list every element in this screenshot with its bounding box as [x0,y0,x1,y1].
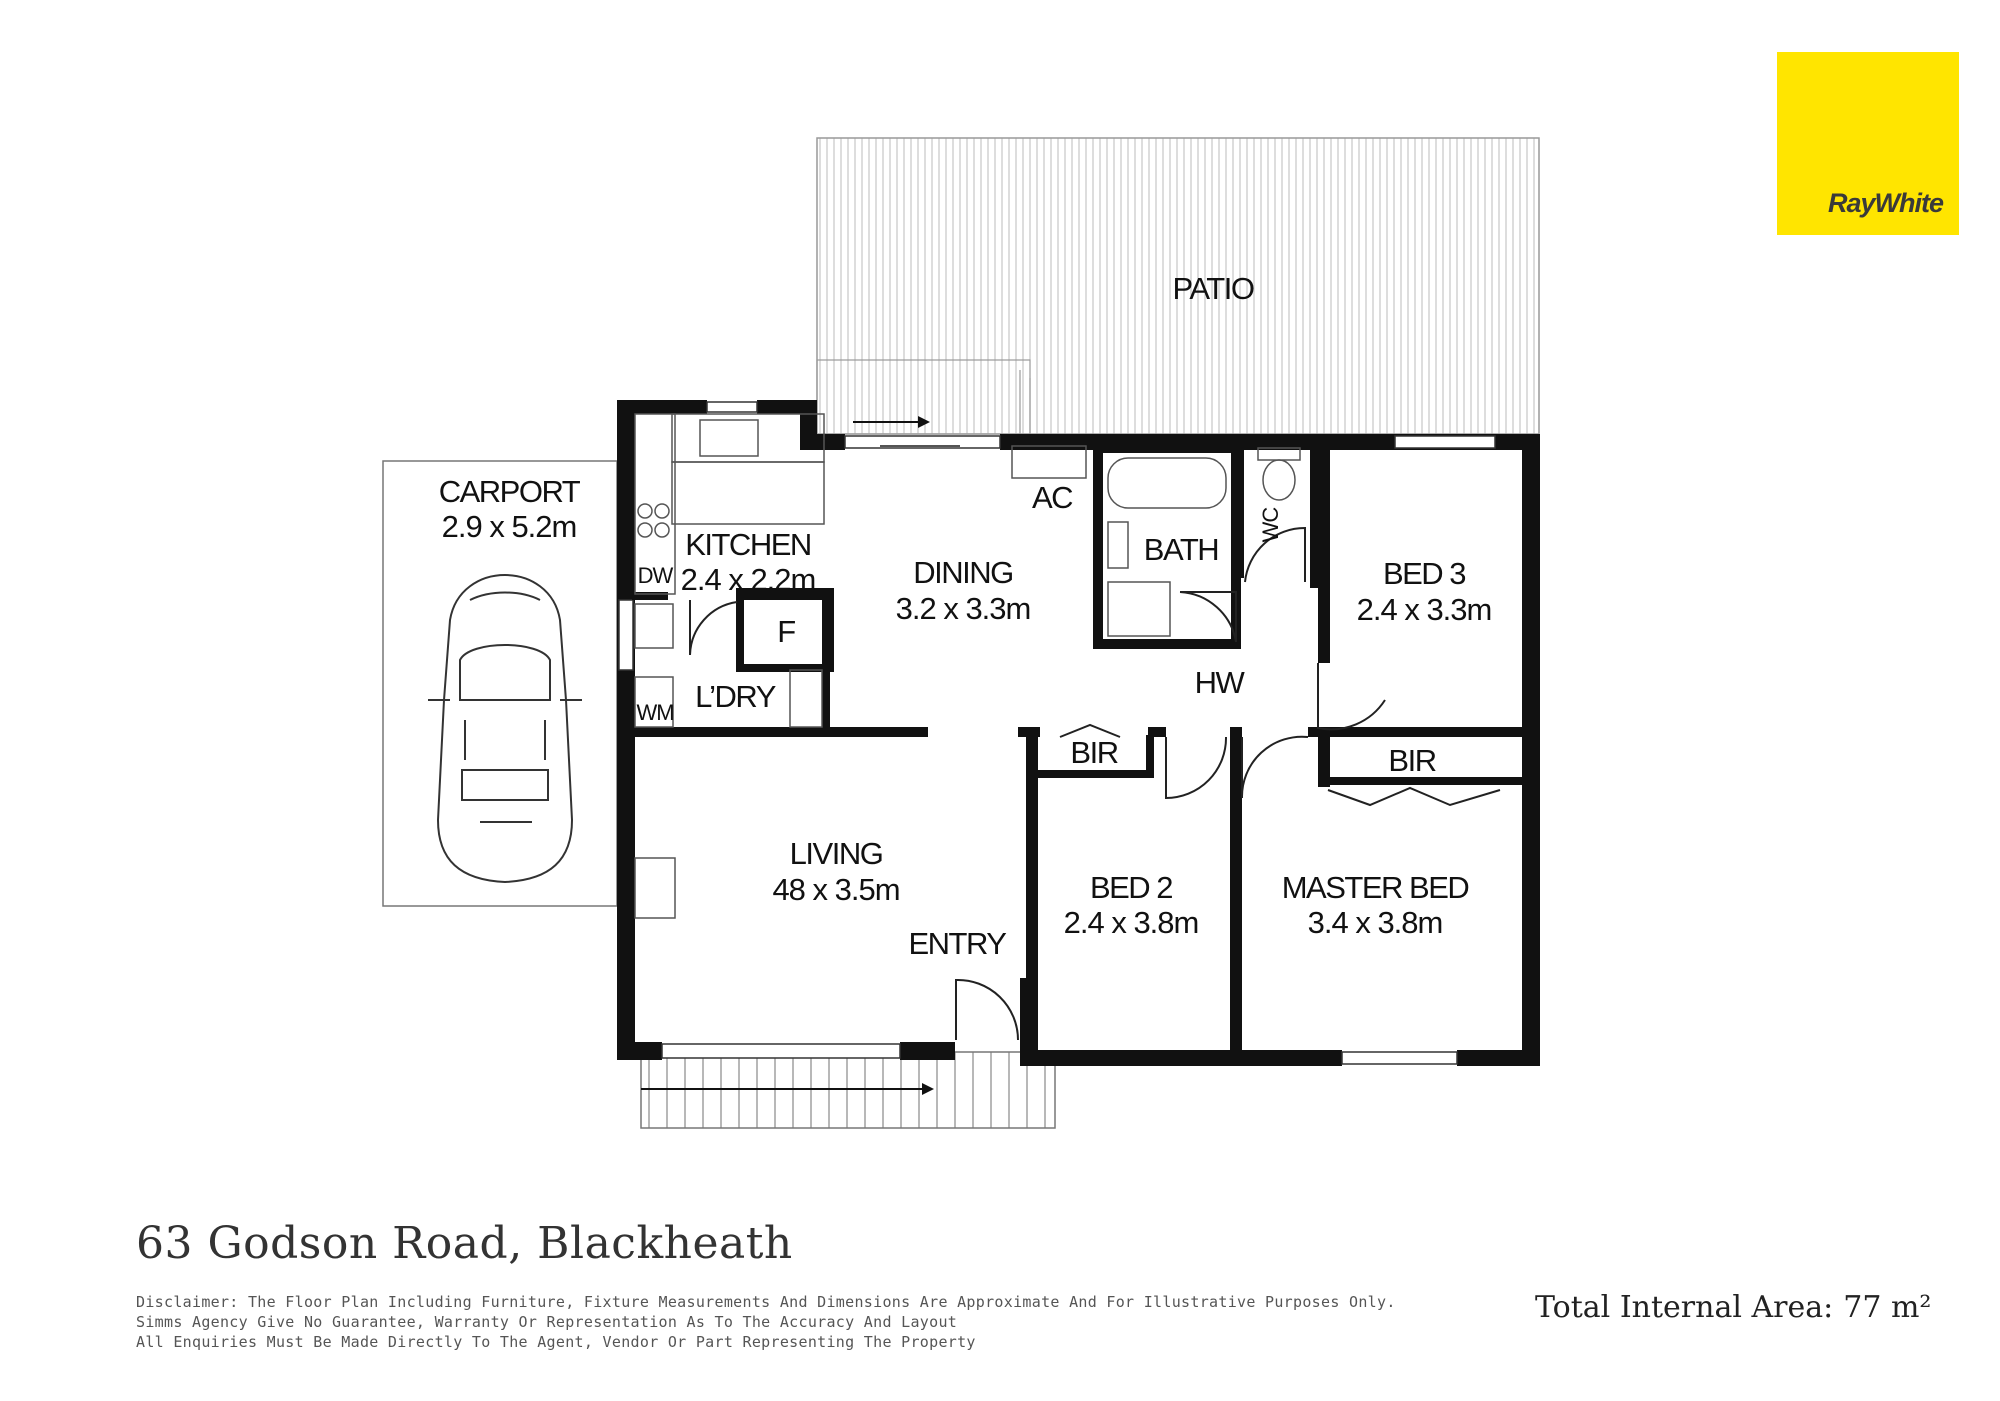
patio-label: PATIO [1173,271,1254,306]
disclaimer-line-1: Disclaimer: The Floor Plan Including Fur… [136,1293,1396,1311]
kitchen-fixtures [634,413,825,728]
raywhite-logo[interactable]: RayWhite [1777,52,1959,235]
patio-arrow-icon [918,416,930,428]
disclaimer-line-3: All Enquiries Must Be Made Directly To T… [136,1333,976,1351]
kitchen-label: KITCHEN [685,527,811,562]
area-label: Total Internal Area: [1535,1290,1834,1325]
bed2-dim: 2.4 x 3.8m [1064,905,1199,940]
front-steps [640,1051,1056,1129]
bed3-label: BED 3 [1383,556,1465,591]
bir-left-label: BIR [1070,735,1117,770]
fridge-label: F [777,614,795,649]
ac-label: AC [1032,480,1073,515]
master-bed-dim: 3.4 x 3.8m [1308,905,1443,940]
basin-icon [1107,521,1129,569]
wc-label: WC [1258,507,1283,543]
shower-icon [1107,581,1171,637]
bath-label: BATH [1144,532,1218,567]
bir-right-label: BIR [1388,743,1435,778]
logo-text: RayWhite [1827,188,1944,218]
exterior-walls [617,400,1540,1066]
kitchen-dim: 2.4 x 2.2m [681,562,816,597]
bed3-dim: 2.4 x 3.3m [1357,592,1492,627]
hallway-label: HW [1195,665,1246,700]
living-label: LIVING [790,836,883,871]
car-icon [428,573,582,884]
bed2-label: BED 2 [1090,870,1172,905]
living-dim: 48 x 3.5m [772,872,899,907]
patio-area [816,137,1540,435]
dishwasher-label: DW [638,563,674,588]
stove-icon [637,503,670,538]
property-address: 63 Godson Road, Blackheath [136,1218,793,1269]
laundry-sink-icon [634,603,674,649]
entry-arrow-icon [922,1083,934,1095]
disclaimer-line-2: Simms Agency Give No Guarantee, Warranty… [136,1313,958,1331]
interior-walls [632,443,1522,1057]
carport-label: CARPORT [439,474,581,509]
total-internal-area: Total Internal Area: 77 m² [1535,1290,1931,1325]
bathtub-icon [1107,457,1227,509]
laundry-label: L’DRY [695,679,776,714]
carport-dim: 2.9 x 5.2m [442,509,577,544]
area-value: 77 m² [1843,1290,1932,1325]
toilet-icon [1262,459,1296,501]
kitchen-sink-icon [699,419,759,457]
entry-label: ENTRY [908,926,1006,961]
doors [689,445,1501,1041]
bathroom-fixtures [1011,445,1301,637]
dining-label: DINING [913,555,1013,590]
washing-machine-label: WM [636,700,673,725]
fireplace-icon [634,857,676,919]
dining-dim: 3.2 x 3.3m [896,591,1031,626]
carport-area [382,460,618,907]
master-bed-label: MASTER BED [1282,870,1469,905]
